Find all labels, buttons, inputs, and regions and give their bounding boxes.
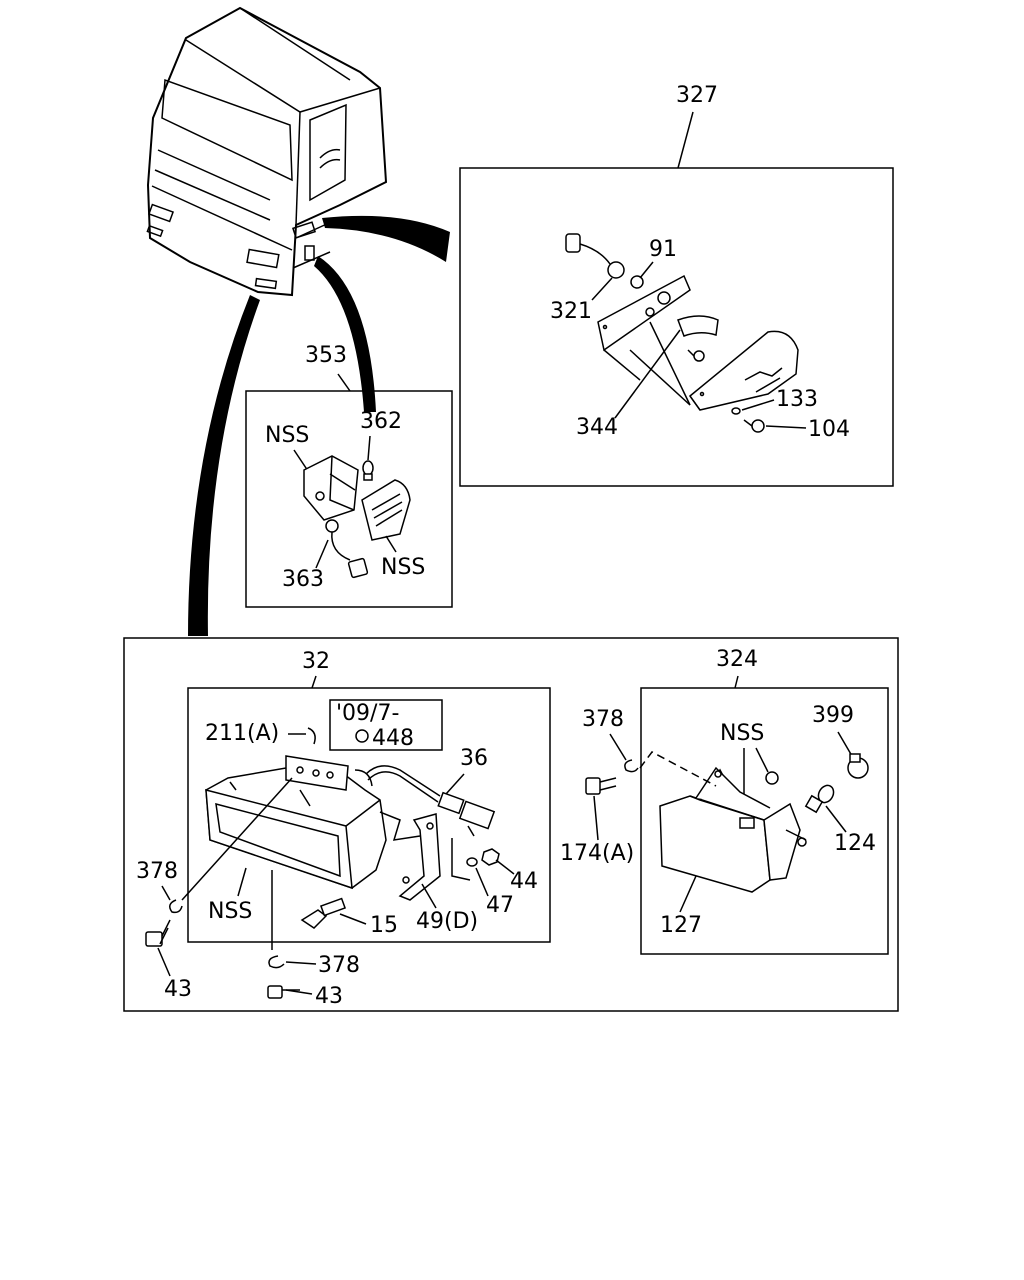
callout-174a: 174(A)	[560, 841, 634, 866]
bulb-icon	[804, 784, 835, 814]
date-note: '09/7-	[336, 701, 399, 726]
callout-133: 133	[776, 387, 818, 412]
socket-icon	[847, 753, 869, 779]
callout-44: 44	[510, 869, 538, 894]
fog-lamp-icon	[205, 755, 387, 890]
callout-211a: 211(A)	[205, 721, 279, 746]
callout-378-bottom: 378	[318, 953, 360, 978]
callout-32: 32	[302, 649, 330, 674]
washer-icon	[731, 407, 741, 415]
leader-arcs	[188, 215, 450, 636]
bracket-icon	[398, 813, 441, 901]
nss-label-fog: NSS	[208, 899, 252, 924]
truck-cab-icon	[146, 6, 388, 297]
side-marker-lamp-icon	[303, 455, 359, 521]
bolt-icon	[267, 985, 300, 999]
bolt-icon	[145, 919, 171, 947]
callout-327: 327	[676, 83, 718, 108]
callout-group-32: 32 '09/7- 448 211(A) 36	[181, 649, 551, 943]
washer-icon	[466, 857, 478, 867]
callout-321: 321	[550, 299, 592, 324]
bulb-icon	[300, 897, 347, 929]
fog-lamp-icon	[659, 766, 807, 893]
callout-group-353: 353 NSS 362 NSS 363	[245, 343, 453, 608]
callout-43-bottom: 43	[315, 984, 343, 1009]
bulb-icon	[630, 275, 644, 289]
callout-378-left: 378	[136, 859, 178, 884]
callout-91: 91	[649, 237, 677, 262]
callout-124: 124	[834, 831, 876, 856]
hardware-left: 378 43	[136, 859, 192, 1002]
callout-378-right: 378	[582, 707, 624, 732]
bolt-icon	[743, 419, 765, 433]
hardware-bottom: 378 43	[267, 870, 360, 1009]
callout-353: 353	[305, 343, 347, 368]
bolt-icon	[687, 349, 705, 362]
callout-49d: 49(D)	[416, 909, 478, 934]
callout-344: 344	[576, 415, 618, 440]
side-marker-lamp-icon	[597, 274, 719, 406]
callout-43-left: 43	[164, 977, 192, 1002]
washer-icon	[624, 759, 639, 773]
callout-36: 36	[460, 746, 488, 771]
nss-label-324: NSS	[720, 721, 764, 746]
detail-box-32	[187, 687, 551, 943]
bulb-icon	[362, 460, 374, 481]
nss-label-lens: NSS	[381, 555, 425, 580]
date-note-box	[329, 699, 443, 751]
callout-47: 47	[486, 893, 514, 918]
nss-label-lamp: NSS	[265, 423, 309, 448]
callout-363: 363	[282, 567, 324, 592]
bolt-icon	[585, 777, 617, 795]
callout-362: 362	[360, 409, 402, 434]
wiring-harness-icon	[365, 765, 496, 837]
hardware-right: 378 174(A)	[560, 707, 717, 866]
wiring-harness-icon	[325, 519, 369, 579]
corner-lamp-icon	[688, 330, 799, 411]
washer-icon	[268, 955, 285, 969]
detail-box-324	[640, 687, 889, 955]
callout-104: 104	[808, 417, 850, 442]
callout-15: 15	[370, 913, 398, 938]
grommet-icon	[765, 771, 779, 785]
detail-box-327	[459, 167, 894, 487]
callout-324: 324	[716, 647, 758, 672]
detail-box-fog-lamps	[123, 637, 899, 1012]
detail-box-353	[245, 390, 453, 608]
nut-icon	[481, 848, 500, 866]
callout-group-324: 324 NSS 399 124 127	[640, 647, 889, 955]
callout-group-327: 327 91 321 344	[459, 83, 894, 487]
callout-399: 399	[812, 703, 854, 728]
socket-icon	[565, 233, 625, 279]
washer-icon	[169, 899, 183, 914]
callout-127: 127	[660, 913, 702, 938]
lens-icon	[361, 479, 411, 541]
callout-448: 448	[372, 726, 414, 751]
